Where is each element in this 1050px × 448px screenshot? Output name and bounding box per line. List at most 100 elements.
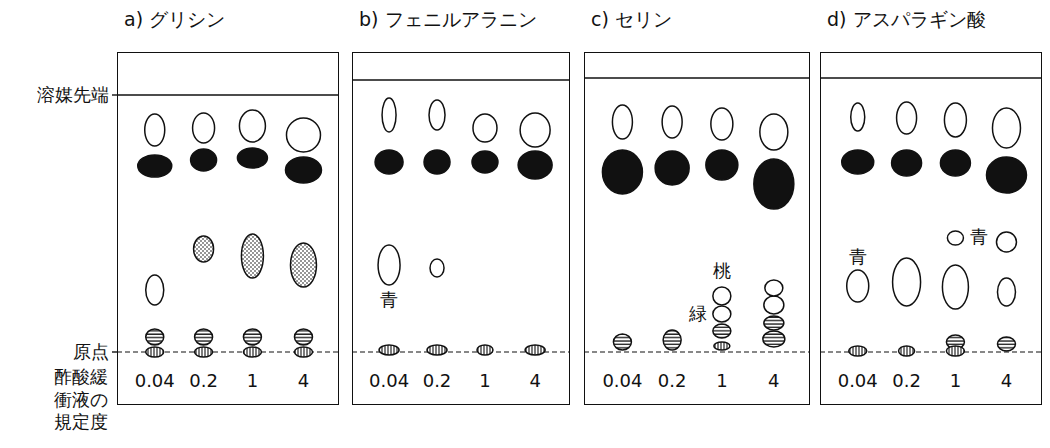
amino-acid-spot: [375, 150, 403, 174]
amino-acid-spot: [662, 106, 682, 138]
color-note: 青: [379, 289, 399, 311]
normality-value: 0.2: [423, 370, 452, 392]
amino-acid-spot: [655, 151, 689, 185]
amino-acid-spot: [191, 149, 217, 171]
amino-acid-spot: [243, 329, 261, 345]
solvent-front-label: 溶媒先端: [37, 84, 109, 106]
amino-acid-spot: [430, 259, 444, 277]
amino-acid-spot: [195, 329, 213, 345]
plate-heading: b) フェニルアラニン: [359, 7, 537, 33]
normality-value: 0.2: [658, 370, 687, 392]
front-line: [584, 77, 810, 78]
color-note: 青: [969, 226, 989, 248]
amino-acid-spot: [286, 118, 320, 152]
normality-value: 1: [950, 370, 961, 392]
amino-acid-spot: [899, 346, 915, 356]
normality-value: 0.04: [602, 370, 642, 392]
tlc-plate: a) グリシン: [117, 52, 339, 405]
amino-acid-spot: [997, 278, 1015, 306]
amino-acid-spot: [764, 296, 784, 314]
amino-acid-spot: [713, 324, 731, 338]
amino-acid-spot: [429, 100, 445, 130]
amino-acid-spot: [944, 103, 966, 137]
amino-acid-spot: [754, 159, 794, 209]
origin-line: [584, 351, 810, 352]
amino-acid-spot: [663, 330, 681, 350]
amino-acid-spot: [764, 316, 784, 330]
amino-acid-spot: [706, 150, 738, 180]
amino-acid-spot: [892, 150, 922, 176]
amino-acid-spot: [946, 346, 964, 356]
amino-acid-spot: [713, 287, 731, 305]
amino-acid-spot: [290, 243, 316, 287]
amino-acid-spot: [760, 114, 788, 150]
normality-value: 4: [298, 370, 309, 392]
amino-acid-spot: [525, 345, 545, 355]
normality-value: 1: [716, 370, 727, 392]
front-line: [820, 77, 1042, 78]
tlc-plate: c) セリン: [584, 52, 810, 405]
amino-acid-spot: [237, 148, 267, 168]
amino-acid-spot: [239, 110, 265, 142]
color-note: 桃: [712, 260, 732, 282]
amino-acid-spot: [986, 157, 1026, 193]
amino-acid-spot: [602, 150, 642, 194]
amino-acid-spot: [714, 342, 730, 350]
amino-acid-spot: [613, 334, 631, 350]
axis-label: 酢酸緩 衝液の 規定度: [54, 366, 115, 434]
amino-acid-spot: [193, 113, 215, 143]
amino-acid-spot: [518, 151, 552, 179]
tlc-plate: d) アスパラギン酸: [820, 52, 1042, 405]
front-line: [352, 79, 570, 80]
color-note: 青: [848, 246, 868, 268]
amino-acid-spot: [378, 245, 400, 285]
amino-acid-spot: [427, 345, 447, 355]
amino-acid-spot: [851, 103, 865, 131]
amino-acid-spot: [382, 98, 396, 132]
normality-value: 4: [768, 370, 779, 392]
normality-value: 1: [247, 370, 258, 392]
amino-acid-spot: [294, 347, 312, 357]
front-line: [117, 94, 339, 95]
normality-value: 4: [529, 370, 540, 392]
amino-acid-spot: [146, 275, 164, 305]
color-note: 緑: [688, 303, 708, 325]
plate-heading: c) セリン: [591, 7, 672, 33]
amino-acid-spot: [765, 280, 783, 296]
normality-value: 0.04: [369, 370, 409, 392]
amino-acid-spot: [243, 347, 261, 357]
plate-heading: d) アスパラギン酸: [827, 7, 986, 33]
normality-value: 0.04: [135, 370, 175, 392]
amino-acid-spot: [379, 345, 399, 355]
amino-acid-spot: [842, 150, 874, 174]
amino-acid-spot: [940, 150, 970, 176]
amino-acid-spot: [849, 346, 867, 356]
amino-acid-spot: [285, 157, 321, 183]
amino-acid-spot: [477, 345, 493, 355]
amino-acid-spot: [992, 108, 1020, 148]
normality-value: 0.2: [189, 370, 218, 392]
amino-acid-spot: [194, 236, 214, 262]
amino-acid-spot: [713, 306, 731, 322]
amino-acid-spot: [146, 329, 164, 345]
amino-acid-spot: [138, 155, 172, 177]
normality-value: 0.04: [838, 370, 878, 392]
amino-acid-spot: [997, 337, 1015, 351]
amino-acid-spot: [847, 270, 869, 302]
plate-heading: a) グリシン: [124, 7, 225, 33]
amino-acid-spot: [472, 151, 498, 173]
amino-acid-spot: [473, 114, 497, 142]
amino-acid-spot: [145, 114, 165, 146]
amino-acid-spot: [195, 347, 213, 357]
amino-acid-spot: [947, 231, 963, 245]
amino-acid-spot: [146, 347, 164, 357]
amino-acid-spot: [241, 234, 263, 278]
amino-acid-spot: [612, 105, 632, 139]
amino-acid-spot: [897, 102, 917, 134]
amino-acid-spot: [711, 108, 733, 140]
amino-acid-spot: [424, 150, 450, 174]
amino-acid-spot: [942, 265, 968, 309]
amino-acid-spot: [996, 232, 1016, 252]
normality-value: 1: [479, 370, 490, 392]
amino-acid-spot: [763, 331, 785, 347]
